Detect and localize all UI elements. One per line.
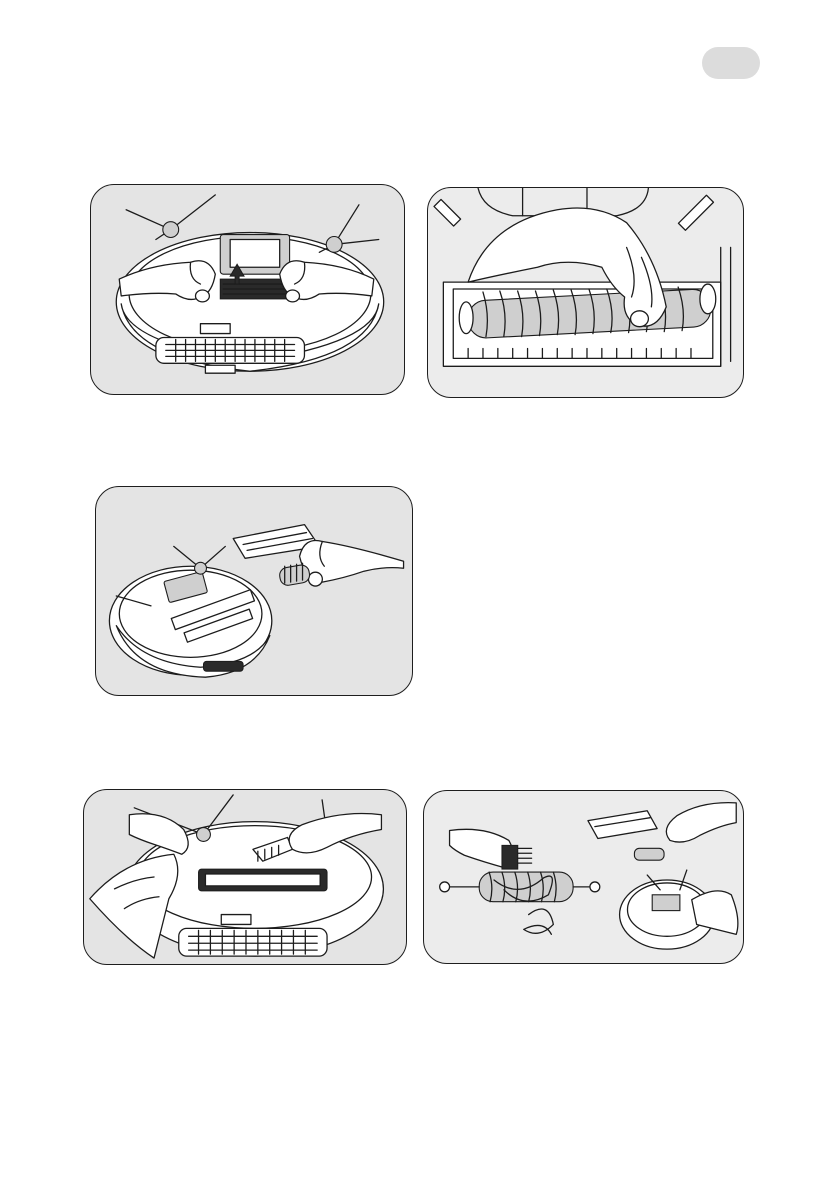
robot-vacuum-remove-brush-cover-illustration xyxy=(91,185,404,394)
lift-out-main-brush-illustration xyxy=(428,188,743,397)
page-number-tab xyxy=(702,47,760,79)
illustration-panel-wipe-compartment xyxy=(83,789,407,965)
illustration-panel-clean-brush xyxy=(95,486,413,696)
clean-brush-and-cover-illustration xyxy=(96,487,412,695)
illustration-panel-lift-main-brush xyxy=(427,187,744,398)
wipe-brush-compartment-illustration xyxy=(84,790,406,964)
remove-hair-from-brush-illustration xyxy=(424,791,743,963)
illustration-panel-remove-brush-cover xyxy=(90,184,405,395)
illustration-panel-remove-hair xyxy=(423,790,744,964)
